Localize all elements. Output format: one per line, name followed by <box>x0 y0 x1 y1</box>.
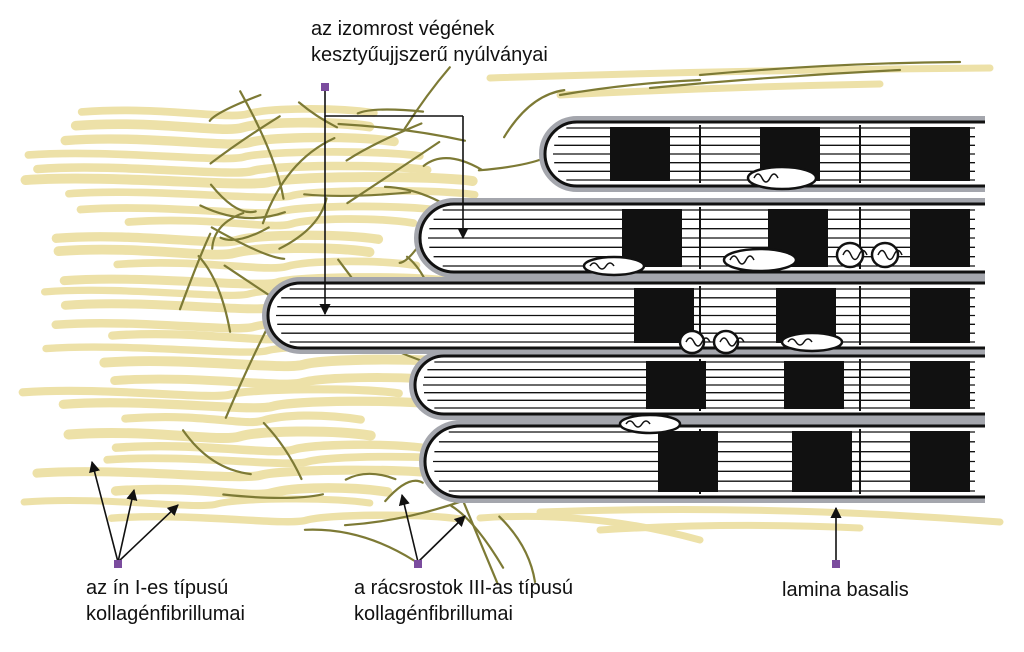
label-basal-lamina-line1: lamina basalis <box>782 577 909 603</box>
tendon-fibril <box>116 445 431 452</box>
tendon-fibril <box>104 360 463 367</box>
tendon-fibril <box>117 261 416 268</box>
reticular-fiber <box>424 158 482 170</box>
tendon-fibril <box>69 431 371 438</box>
label-type3-collagen-line1: a rácsrostok III-as típusú <box>354 575 573 601</box>
a-band <box>784 361 844 409</box>
tendon-fibril <box>107 457 467 464</box>
label-basal-lamina: lamina basalis <box>782 577 909 603</box>
tendon-fibril <box>23 389 399 396</box>
callout-marker <box>321 83 329 91</box>
label-type1-collagen: az ín I-es típusú kollagénfibrillumai <box>86 575 245 627</box>
mitochondrion <box>724 249 796 271</box>
a-band <box>910 209 970 267</box>
a-band <box>658 431 718 492</box>
callout-arrow <box>92 462 118 562</box>
tendon-fibril <box>81 206 441 213</box>
label-glove-processes-line2: kesztyűujjszerű nyúlványai <box>311 42 548 68</box>
tendon-fibril <box>26 177 473 184</box>
callout-arrow <box>418 516 465 562</box>
a-band <box>910 288 970 343</box>
tendon-fibril <box>59 248 370 255</box>
a-band <box>910 127 970 181</box>
callout-marker <box>414 560 422 568</box>
label-type1-collagen-line2: kollagénfibrillumai <box>86 601 245 627</box>
tendon-fibril <box>490 68 990 78</box>
callout-marker <box>832 560 840 568</box>
tendon-fibril <box>116 488 388 495</box>
a-band <box>910 431 970 492</box>
tendon-fibril <box>56 235 378 242</box>
reticular-fiber <box>405 67 450 129</box>
tendon-fibril <box>128 219 413 226</box>
label-glove-processes-line1: az izomrost végének <box>311 16 548 42</box>
reticular-fiber <box>305 530 414 561</box>
reticular-fiber <box>499 517 535 582</box>
reticular-fiber <box>479 156 549 170</box>
a-band <box>646 361 706 409</box>
tendon-fibril <box>125 416 361 423</box>
tendon-fibril <box>37 166 427 173</box>
tendon-fibril <box>65 138 394 145</box>
callout-arrow <box>402 495 418 562</box>
tendon-fibril <box>63 401 442 408</box>
a-band <box>910 361 970 409</box>
label-type3-collagen: a rácsrostok III-as típusú kollagénfibri… <box>354 575 573 627</box>
callout-marker <box>114 560 122 568</box>
label-glove-processes: az izomrost végének kesztyűujjszerű nyúl… <box>311 16 548 68</box>
label-type3-collagen-line2: kollagénfibrillumai <box>354 601 573 627</box>
tendon-fibril <box>24 499 370 506</box>
tendon-fibril <box>560 84 880 95</box>
tendon-fibril <box>115 378 450 385</box>
mitochondrion <box>714 331 738 353</box>
a-band <box>610 127 670 181</box>
mitochondrion <box>748 167 816 189</box>
mitochondrion <box>680 331 704 353</box>
a-band <box>792 431 852 492</box>
label-type1-collagen-line1: az ín I-es típusú <box>86 575 245 601</box>
